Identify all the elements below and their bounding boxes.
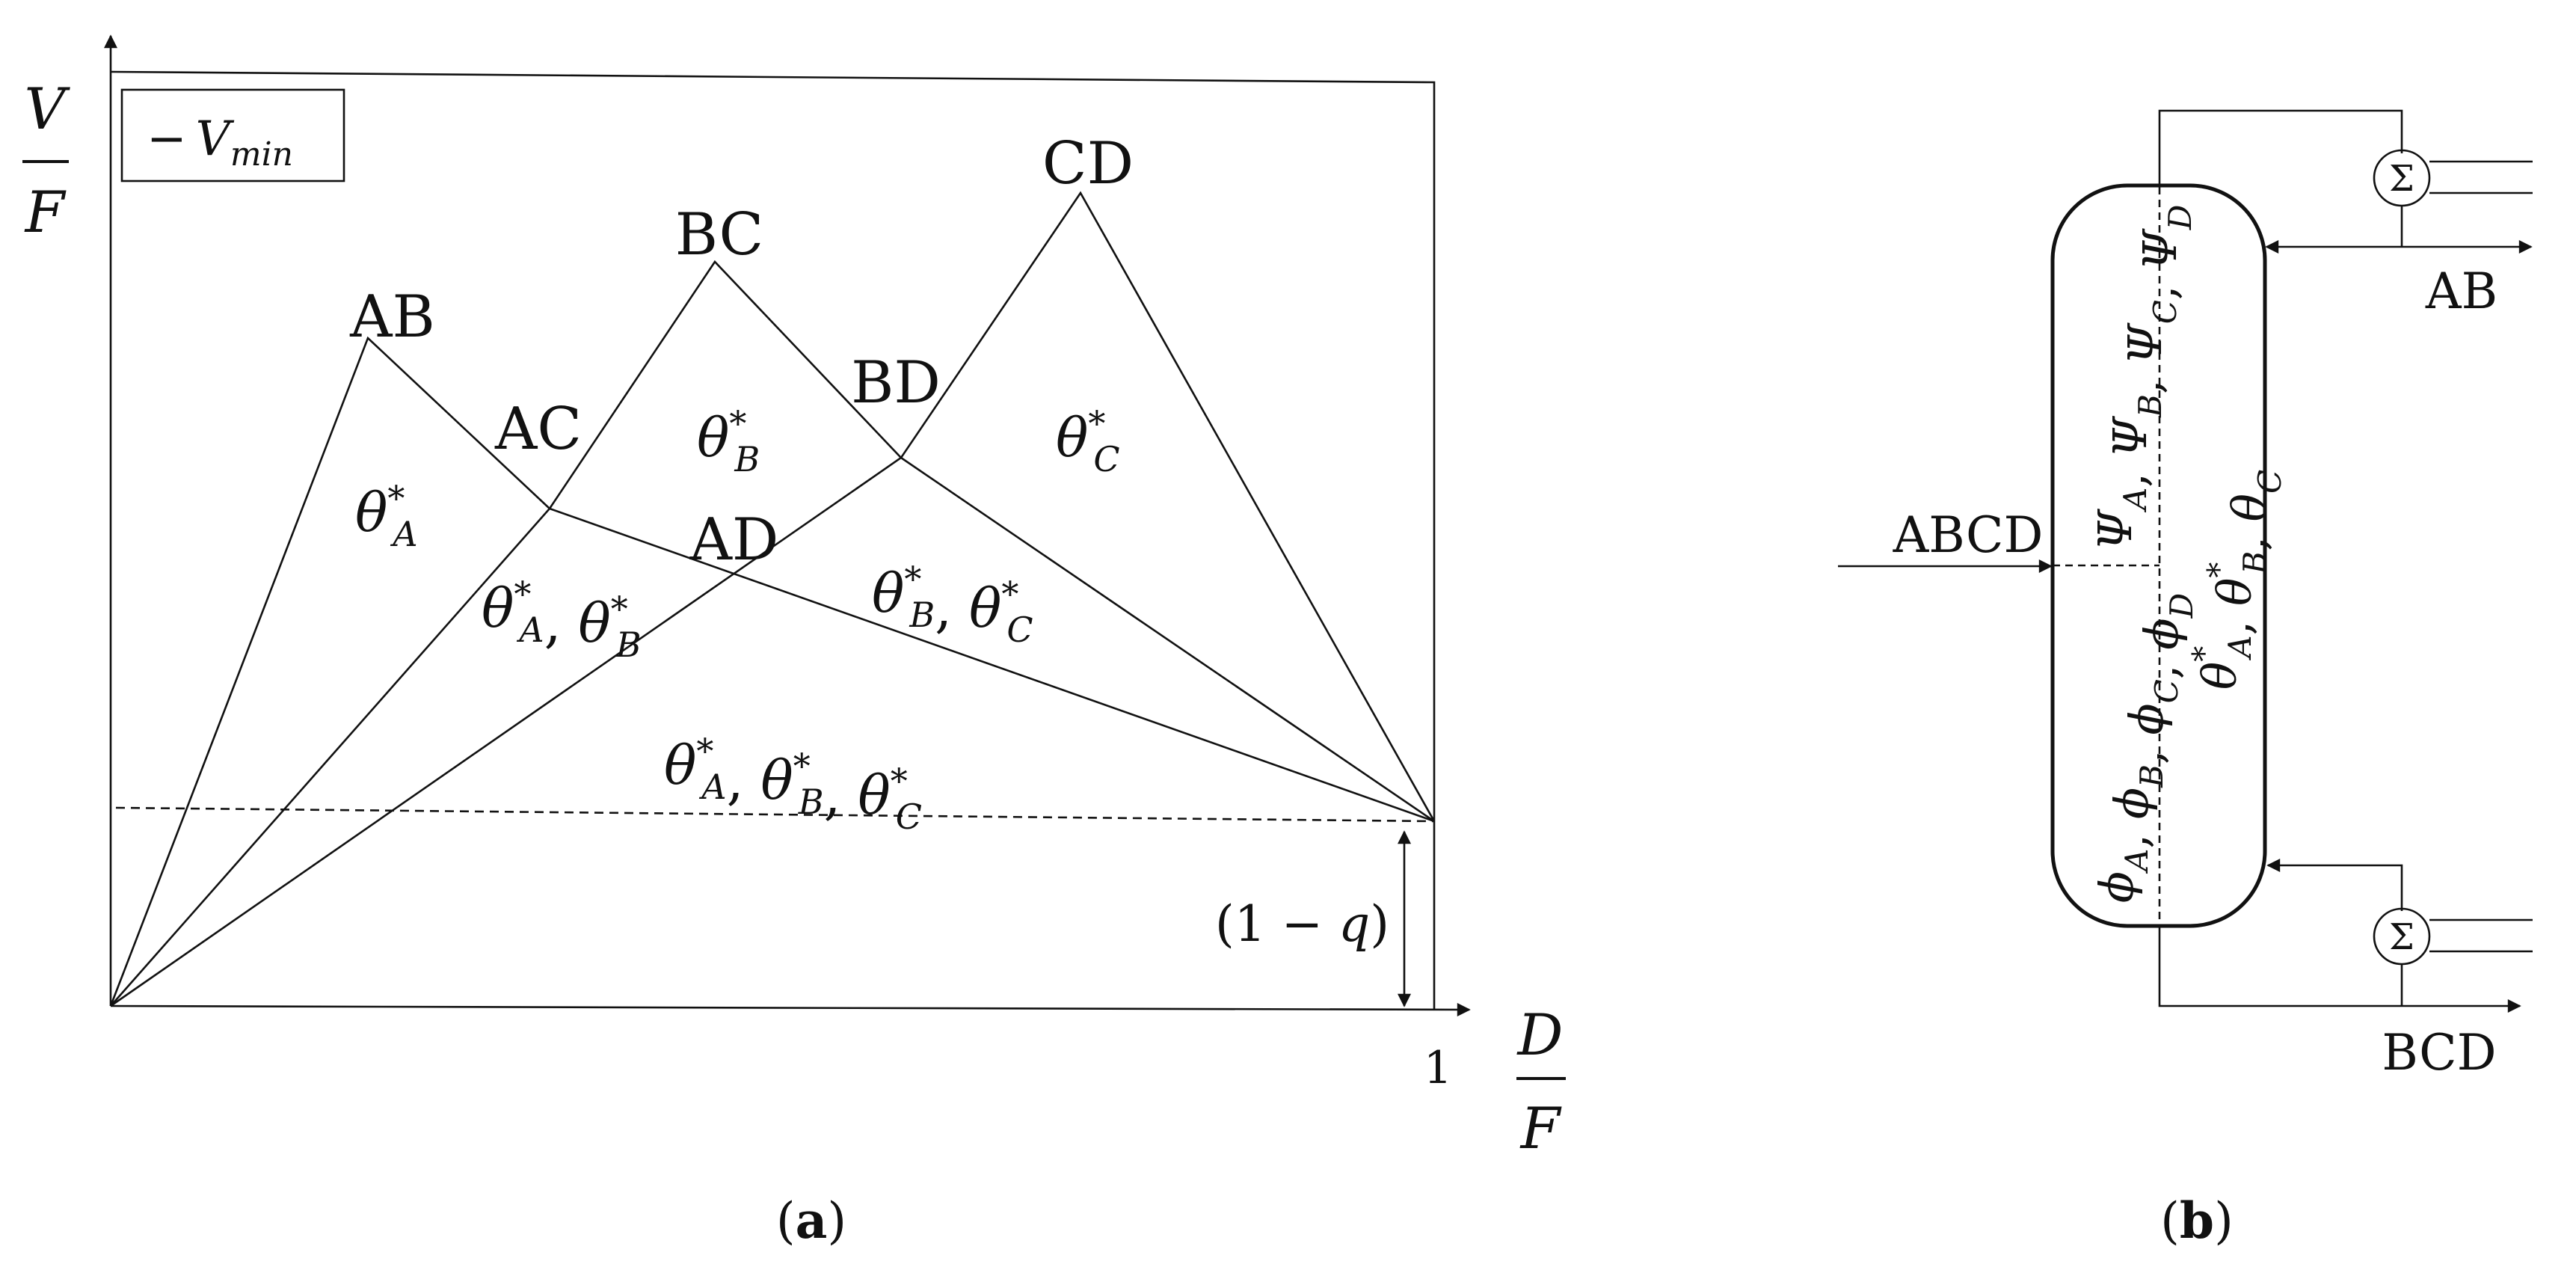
top-section-vars: ΨA, ΨB, ΨC, ΨD [2088,205,2198,551]
caption-a: (a) [776,1191,846,1250]
peak-bc: BC [675,201,763,269]
feed-label: ABCD [1893,506,2044,564]
vapor-line [2158,109,2403,185]
bottoms-line [2158,926,2521,1013]
region-theta-b: θ*B [697,403,760,479]
bottom-section-vars: ϕA, ϕB, ϕC, ϕD [2089,593,2200,903]
x-label-num: D [1516,1001,1564,1068]
q-line [115,806,1435,823]
panel-a: −Vmin V F D F 1 AB BC CD AC BD AD θ*A θ*… [22,34,1566,1250]
region-theta-abc: θ*A, θ*B, θ*C [664,731,922,837]
q-label: (1 − q) [1215,895,1389,953]
bottoms-label: BCD [2382,1024,2496,1082]
y-label-den: F [24,179,67,245]
peak-ab: AB [349,283,435,351]
pinch-bd: BD [851,349,941,417]
distillate-label: AB [2425,263,2497,320]
right-section-vars: θ*A, θ*B, θC [2186,470,2288,690]
legend-label: −Vmin [147,111,293,174]
x-axis [110,1002,1471,1016]
condenser-symbol: Σ [2389,158,2414,200]
line-cd [110,191,1436,1007]
region-theta-c: θ*C [1056,403,1120,479]
region-theta-ab: θ*A, θ*B [482,574,642,665]
legend-box [120,88,345,182]
peak-cd: CD [1042,130,1134,197]
caption-b: (b) [2160,1191,2234,1250]
line-ab [109,336,1435,1007]
line-bc [110,260,1435,1007]
reboiler-symbol: Σ [2389,916,2414,958]
panel-b: Σ AB ABCD Σ BCD ΨA, ΨB, ΨC, ΨD ϕA, ϕB, ϕ… [1838,109,2533,1250]
region-theta-a: θ*A [355,478,418,554]
pinch-ac: AC [494,396,582,463]
pinch-ad: AD [689,506,779,574]
region-theta-bc: θ*B, θ*C [872,559,1033,650]
reboiler-return [2266,859,2403,911]
plot-frame [110,70,1436,1010]
x-label-den: F [1519,1095,1562,1162]
region-labels: θ*A θ*B θ*C θ*A, θ*B θ*B, θ*C θ*A, θ*B, … [355,403,1120,837]
x-tick-1: 1 [1424,1042,1452,1094]
y-label-num: V [25,76,71,142]
